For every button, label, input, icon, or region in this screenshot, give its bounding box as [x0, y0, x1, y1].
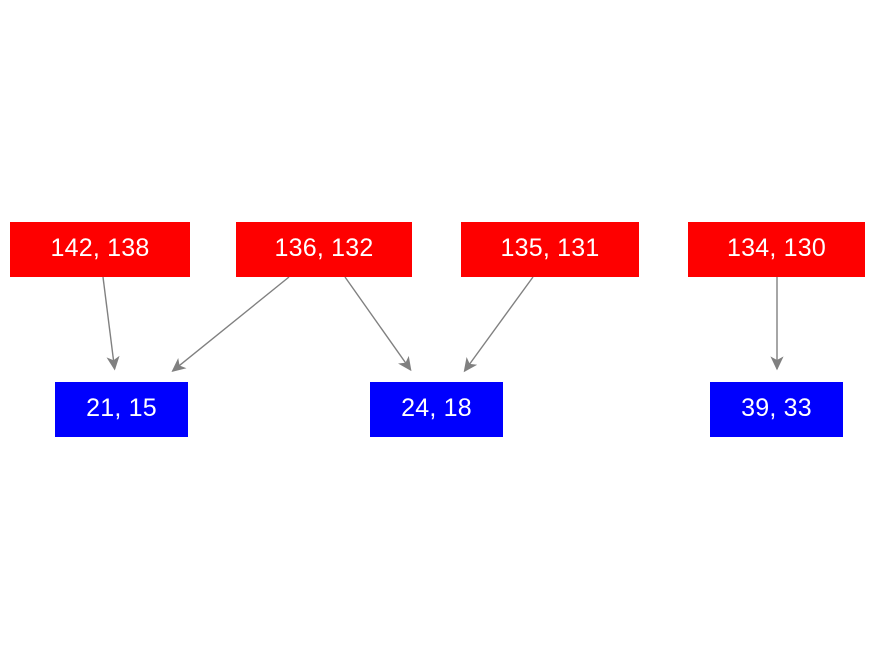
node-label: 39, 33 — [741, 394, 812, 422]
graph-node-child-2[interactable]: 39, 33 — [710, 382, 843, 437]
graph-node-child-1[interactable]: 24, 18 — [370, 382, 503, 437]
graph-edge — [463, 276, 534, 373]
graph-node-parent-1[interactable]: 136, 132 — [236, 222, 412, 277]
graph-edge — [102, 276, 120, 371]
graph-node-parent-3[interactable]: 134, 130 — [688, 222, 865, 277]
graph-node-child-0[interactable]: 21, 15 — [55, 382, 188, 437]
node-label: 142, 138 — [50, 234, 150, 262]
graph-node-parent-2[interactable]: 135, 131 — [461, 222, 639, 277]
graph-node-parent-0[interactable]: 142, 138 — [10, 222, 190, 277]
graph-edge — [344, 276, 412, 372]
node-label: 134, 130 — [727, 234, 826, 262]
node-label: 21, 15 — [86, 394, 157, 422]
edge-group — [102, 276, 784, 373]
node-label: 135, 131 — [500, 234, 600, 262]
node-label: 24, 18 — [401, 394, 472, 422]
graph-edge — [171, 276, 290, 372]
node-label: 136, 132 — [274, 234, 374, 262]
